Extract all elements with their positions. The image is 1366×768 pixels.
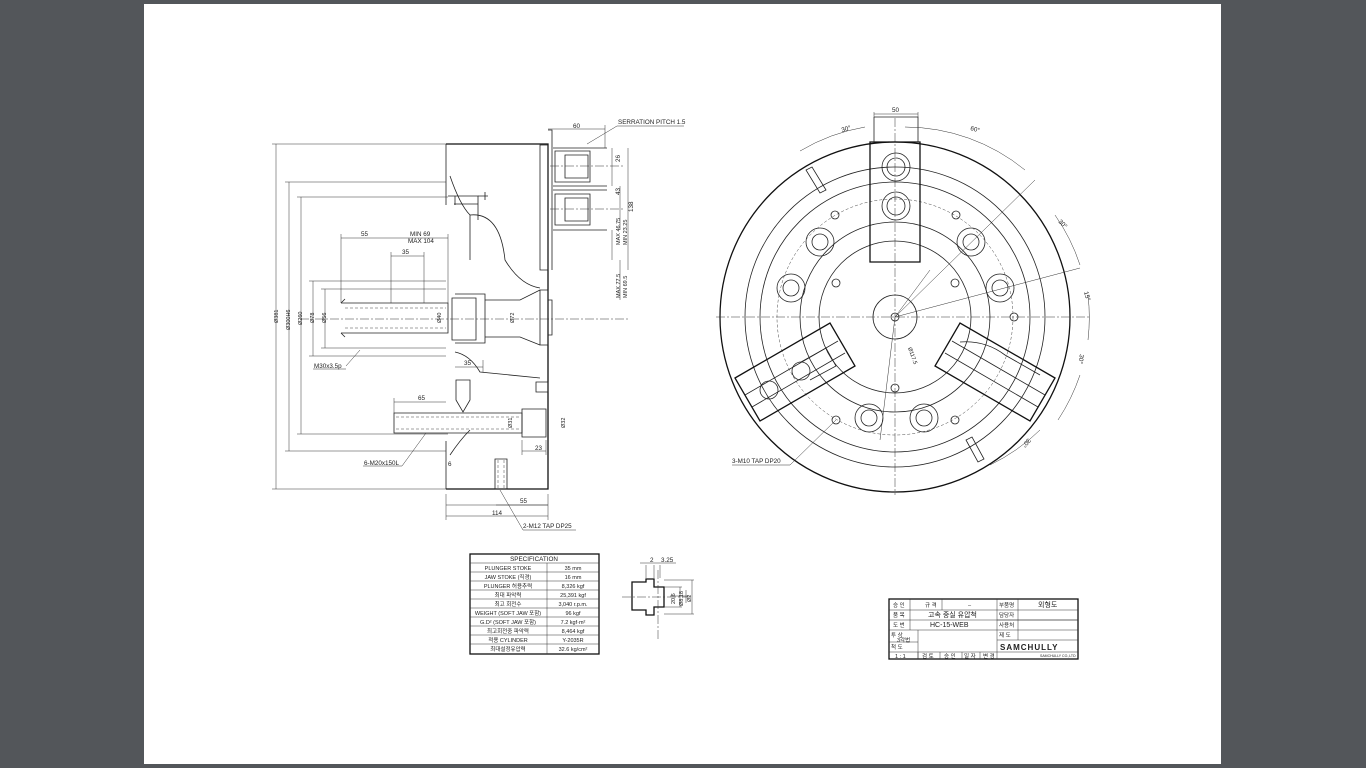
bolt-holes [776, 210, 1019, 433]
serration-label: SERRATION PITCH 1.5 [618, 119, 686, 126]
callout-6m20: 6-M20x150L [364, 460, 400, 467]
jaw-dim-d2: Ø2 [687, 595, 693, 602]
dim-max4675: MAX 46.75 [616, 218, 622, 245]
dim-65: 65 [418, 395, 426, 402]
callout-m30: M30x3.5p [314, 363, 342, 370]
tb-scale: 1 : 1 [895, 654, 906, 660]
spec-label: 최대설정유압력 [490, 645, 525, 653]
dim-114: 114 [492, 510, 503, 517]
dim-min695: MIN 69.5 [623, 276, 629, 298]
front-view-labels: 50 30° 60° 30° 15° 30° 30° Ø117.5 3-M10 … [732, 107, 1092, 465]
dim-35b: 35 [464, 360, 472, 367]
dim-d32: Ø32 [561, 418, 567, 428]
title-block: 승 인 규 격 – 부품명 외형도 품 목 고속 중실 유압척 도 번 HC-1… [888, 598, 1079, 660]
dim-d31: Ø31 [508, 418, 514, 428]
tb-drawno-label: 도 번 [893, 621, 905, 629]
tb-change: 변 경 [983, 652, 995, 660]
spec-label: 적용 CYLINDER [488, 637, 527, 644]
dim-d72: Ø72 [510, 313, 516, 323]
tb-date: 일 자 [964, 652, 976, 660]
tb-company: SAMCHULLY [1000, 643, 1058, 652]
dim-d260: Ø260 [298, 312, 304, 325]
spec-value: 7.2 kgf·m² [561, 620, 586, 626]
jaw-dim-d818: Ø8.18 [679, 591, 685, 606]
dim-55: 55 [361, 231, 369, 238]
jaw-dim-2: 2 [650, 557, 654, 564]
spec-label: WEIGHT (SOFT JAW 포함) [475, 609, 541, 617]
tb-proj: 3각법 [897, 636, 910, 644]
spec-label: 최고 회전수 [495, 600, 522, 608]
spec-rows: PLUNGER STOKE 35 mm JAW STOKE (직경) 16 mm PLU… [475, 566, 588, 653]
front-dim-15: 15° [1082, 290, 1092, 302]
front-dim-50: 50 [892, 107, 900, 114]
dim-6: 6 [448, 461, 452, 468]
dim-max775: MAX 77.5 [616, 274, 622, 298]
dim-max104: MAX 104 [408, 238, 434, 245]
tb-spec: 규 격 [925, 602, 937, 609]
dim-d381: Ø381 [274, 310, 280, 323]
tb-review: 검 토 [922, 653, 934, 660]
dim-d78: Ø78 [310, 313, 316, 323]
dim-26: 26 [615, 154, 622, 162]
front-dim-30b: 30° [1057, 218, 1070, 231]
tb-company-sub: SAMCHULLY CO.,LTD [1040, 654, 1076, 658]
front-dim-60: 60° [969, 124, 981, 134]
spec-value: 8,464 kgf [562, 629, 585, 635]
tb-approve2: 승 인 [944, 653, 956, 660]
dim-55b: 55 [520, 498, 528, 505]
spec-label: PLUNGER 허용추력 [484, 582, 532, 590]
tb-usage: 사용처 [999, 621, 1014, 629]
spec-value: 96 kgf [566, 611, 581, 617]
spec-value: 32.6 kg/cm² [559, 647, 588, 653]
tb-drafter: 제 도 [999, 631, 1011, 639]
jaw-dim-325: 3.25 [661, 557, 674, 564]
tb-partname-label: 부품명 [999, 602, 1014, 609]
dim-d300: Ø300H6 [286, 310, 292, 331]
dim-60: 60 [573, 123, 581, 130]
spec-title: SPECIFICATION [510, 556, 558, 563]
drawing-sheet [144, 4, 1221, 764]
side-view-labels: SERRATION PITCH 1.5 60 26 43 138 MAX 46.… [274, 119, 686, 530]
spec-value: 25,391 kgf [560, 593, 586, 599]
jaw-detail: 2 3.25 20.6 Ø8.18 Ø2 [622, 557, 694, 640]
spec-value: 35 mm [565, 566, 582, 572]
tb-person: 담당자 [999, 611, 1014, 619]
spec-label: 최고회전중 파악력 [487, 627, 529, 635]
spec-value: 3,040 r.p.m. [558, 602, 588, 608]
spec-value: 16 mm [565, 575, 582, 581]
dim-138: 138 [628, 201, 635, 212]
jaw-dim-206: 20.6 [671, 593, 677, 604]
side-view [272, 125, 684, 531]
spec-label: G.D² (SOFT JAW 포함) [480, 618, 536, 626]
dim-43: 43 [615, 187, 622, 195]
spec-label: PLUNGER STOKE [485, 566, 532, 572]
front-dim-30c: 30° [1076, 354, 1086, 365]
spec-label: JAW STOKE (직경) [485, 574, 532, 581]
tb-item: 고속 중실 유압척 [928, 610, 977, 619]
front-dim-d117: Ø117.5 [906, 347, 918, 366]
callout-3m10: 3-M10 TAP DP20 [732, 458, 781, 465]
spec-value: Y-2035R [562, 638, 583, 644]
callout-2m12: 2-M12 TAP DP25 [523, 523, 572, 530]
front-dim-30a: 30° [840, 124, 852, 134]
tb-partname: 외형도 [1038, 600, 1058, 609]
spec-value: 8,326 kgf [562, 584, 585, 590]
tb-dash: – [968, 603, 972, 609]
tb-approve: 승 인 [893, 602, 905, 609]
tb-scale-label: 척 도 [891, 643, 903, 651]
spec-label: 최대 파악력 [495, 591, 522, 599]
tb-proj-label: 투 상 [891, 631, 903, 639]
front-view [716, 112, 1090, 495]
dim-min69: MIN 69 [410, 231, 431, 238]
dim-d56: Ø56 [322, 313, 328, 323]
dim-35: 35 [402, 249, 410, 256]
dim-min2325: MIN 23.25 [623, 220, 629, 245]
spec-table: SPECIFICATION PLUNGER STOKE 35 mm JAW STOK… [469, 553, 600, 655]
tb-item-label: 품 목 [893, 612, 905, 619]
dim-d40: Ø40 [437, 313, 443, 323]
tb-drawno: HC-15-WEB [930, 622, 969, 629]
dim-23: 23 [535, 445, 543, 452]
